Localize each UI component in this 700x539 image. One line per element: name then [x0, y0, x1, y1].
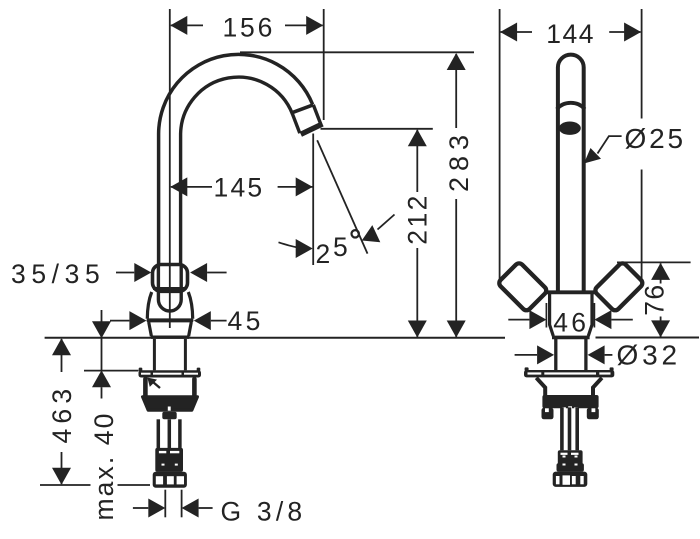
svg-text:Ø25: Ø25 [625, 123, 686, 154]
svg-text:G 3/8: G 3/8 [221, 496, 307, 526]
svg-text:max. 40: max. 40 [89, 412, 119, 521]
svg-text:145: 145 [214, 173, 265, 203]
svg-text:Ø32: Ø32 [617, 340, 681, 371]
svg-text:76: 76 [640, 283, 670, 315]
svg-text:35/35: 35/35 [11, 259, 105, 289]
svg-text:212: 212 [403, 193, 433, 245]
svg-text:156: 156 [223, 12, 276, 42]
svg-text:144: 144 [546, 19, 595, 49]
svg-text:5: 5 [333, 232, 348, 262]
svg-text:283: 283 [444, 129, 474, 192]
svg-text:46: 46 [553, 308, 589, 338]
svg-text:463: 463 [47, 384, 77, 444]
svg-text:45: 45 [228, 306, 264, 336]
svg-text:2: 2 [316, 239, 331, 269]
